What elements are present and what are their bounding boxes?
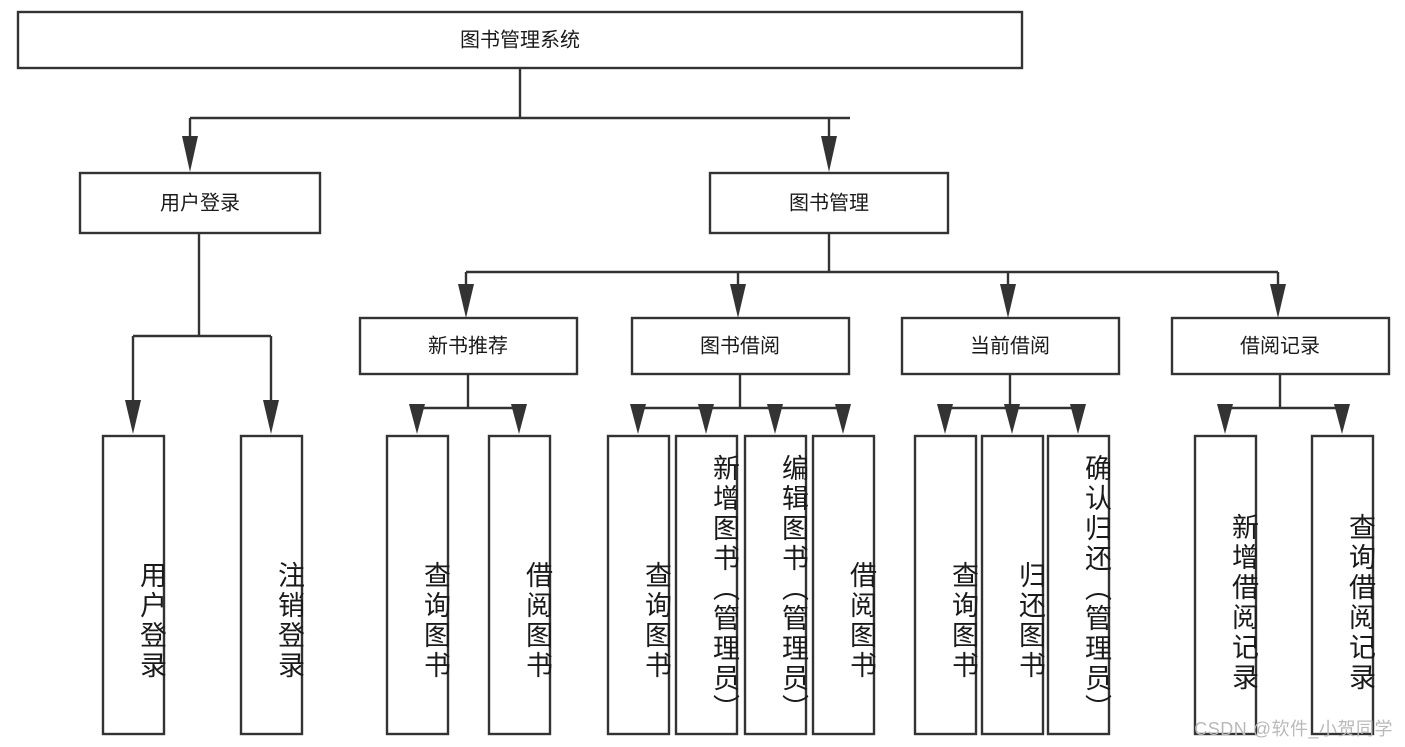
node-book-borrow[interactable]: 图书借阅	[630, 316, 851, 376]
node-borrow-record[interactable]: 借阅记录	[1170, 316, 1391, 376]
node-current-borrow[interactable]: 当前借阅	[900, 316, 1121, 376]
watermark-text: CSDN @软件_小贺同学	[1194, 719, 1393, 739]
leaf-boxes-current-borrow	[913, 434, 1111, 736]
leaf-box-newbook-1[interactable]	[487, 434, 552, 736]
leaf-box-borrowrecord-0[interactable]	[1193, 434, 1258, 736]
leaf-box-currentborrow-2[interactable]	[1046, 434, 1111, 736]
node-new-book-recommend-label: 新书推荐	[428, 334, 508, 357]
leaf-box-bookborrow-2[interactable]	[743, 434, 808, 736]
node-user-login[interactable]: 用户登录	[78, 171, 322, 235]
connector-root-to-level2	[182, 68, 850, 172]
node-book-borrow-label: 图书借阅	[700, 334, 780, 357]
connector-newbook-to-leaves	[409, 374, 527, 434]
node-user-login-label: 用户登录	[160, 191, 240, 214]
connector-userlogin-to-leaves	[125, 233, 279, 434]
connector-bookborrow-to-leaves	[630, 374, 851, 434]
connector-bookmgmt-to-level3	[458, 233, 1286, 318]
node-current-borrow-label: 当前借阅	[970, 334, 1050, 357]
leaf-boxes-user-login	[101, 434, 304, 736]
node-book-management[interactable]: 图书管理	[708, 171, 950, 235]
leaf-box-bookborrow-1[interactable]	[674, 434, 739, 736]
node-borrow-record-label: 借阅记录	[1240, 334, 1320, 357]
connector-borrowrecord-to-leaves	[1217, 374, 1350, 434]
node-new-book-recommend[interactable]: 新书推荐	[358, 316, 579, 376]
node-book-management-label: 图书管理	[789, 191, 869, 214]
leaf-boxes-book-borrow	[606, 434, 876, 736]
node-root-label: 图书管理系统	[460, 28, 580, 51]
leaf-box-borrowrecord-1[interactable]	[1310, 434, 1375, 736]
leaf-boxes-borrow-record	[1193, 434, 1375, 736]
connector-currentborrow-to-leaves	[937, 374, 1086, 434]
leaf-box-currentborrow-1[interactable]	[980, 434, 1045, 736]
node-root[interactable]: 图书管理系统	[16, 10, 1024, 70]
leaf-box-newbook-0[interactable]	[385, 434, 450, 736]
leaf-box-bookborrow-3[interactable]	[811, 434, 876, 736]
leaf-box-user-login-0[interactable]	[101, 434, 166, 736]
leaf-boxes-new-book-recommend	[385, 434, 552, 736]
leaf-box-currentborrow-0[interactable]	[913, 434, 978, 736]
leaf-box-user-login-1[interactable]	[239, 434, 304, 736]
leaf-box-bookborrow-0[interactable]	[606, 434, 671, 736]
